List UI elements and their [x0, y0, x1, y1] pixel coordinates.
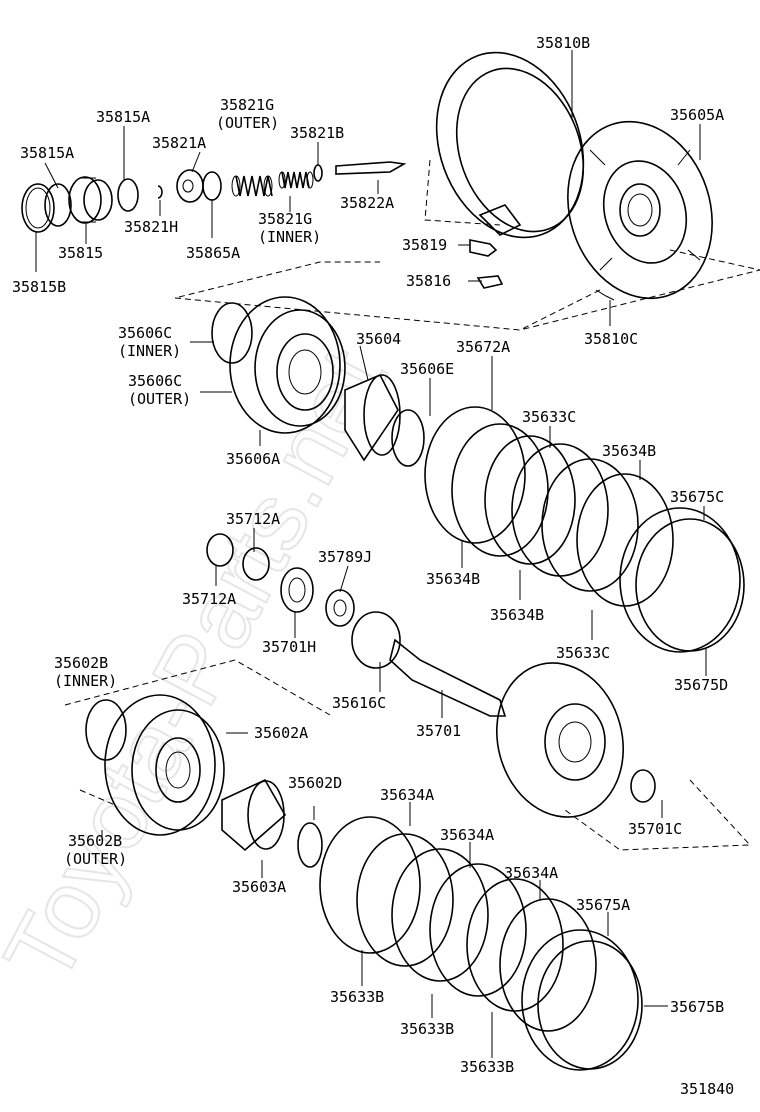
label-35604: 35604 — [356, 330, 401, 348]
drum-hub-35701 — [496, 662, 624, 818]
label-35634A-1: 35634A — [380, 786, 434, 804]
piston-retainer-35606A — [229, 296, 346, 434]
label-35712A-top: 35712A — [226, 510, 280, 528]
thrust-plate-35616C — [351, 611, 401, 669]
label-35603A: 35603A — [232, 878, 286, 896]
piston-35602A — [104, 694, 225, 836]
snap-ring-35606E — [391, 409, 425, 467]
label-35606C-outer-note: (OUTER) — [128, 390, 191, 408]
oring-35815A-left — [44, 183, 72, 227]
assembly-dashed-outline-top — [174, 159, 760, 331]
spring-35821G-inner — [278, 171, 314, 189]
assembly-dashed-outline-left — [64, 659, 331, 806]
part-labels: 35810B 35605A 35815A 35815A 35821G (OUTE… — [12, 34, 728, 1076]
snap-ring-35815B — [21, 183, 55, 233]
diagram-number: 351840 — [680, 1080, 734, 1098]
clutch-plates-35634B-35633C — [424, 406, 674, 607]
flange-35675A-35675B — [521, 929, 643, 1071]
clutch-plates-35634A-35633B — [319, 816, 597, 1032]
label-35605A: 35605A — [670, 106, 724, 124]
label-35606E: 35606E — [400, 360, 454, 378]
servo-parts-35819-35816 — [469, 239, 504, 289]
flange-35675C — [619, 507, 745, 653]
label-35815A-left: 35815A — [20, 144, 74, 162]
label-35606C-inner-num: 35606C — [118, 324, 172, 342]
label-35633B-2: 35633B — [400, 1020, 454, 1038]
label-35675D: 35675D — [674, 676, 728, 694]
race-35789J — [325, 589, 355, 627]
label-35821B: 35821B — [290, 124, 344, 142]
piston-35815 — [68, 176, 113, 224]
snap-ring-35602D — [297, 822, 323, 868]
label-35616C: 35616C — [332, 694, 386, 712]
label-35602B-inner-num: 35602B — [54, 654, 108, 672]
label-35821G-inner-note: (INNER) — [258, 228, 321, 246]
label-35606C-outer-num: 35606C — [128, 372, 182, 390]
label-35602D: 35602D — [288, 774, 342, 792]
label-35675C: 35675C — [670, 488, 724, 506]
label-35602A: 35602A — [254, 724, 308, 742]
washer-35821B — [313, 164, 323, 182]
oring-35602B-inner — [85, 699, 127, 761]
label-35815A-top: 35815A — [96, 108, 150, 126]
label-35602B-outer-note: (OUTER) — [64, 850, 127, 868]
label-35821G-outer-note: (OUTER) — [216, 114, 279, 132]
seal-ring-35712A-lower — [242, 547, 270, 581]
label-35634B-mid: 35634B — [426, 570, 480, 588]
label-35633C-top: 35633C — [522, 408, 576, 426]
label-35821A: 35821A — [152, 134, 206, 152]
label-35701: 35701 — [416, 722, 461, 740]
piston-35821A — [176, 169, 204, 203]
label-35701C: 35701C — [628, 820, 682, 838]
hub-35603A — [221, 778, 287, 852]
shaft-35701 — [389, 638, 507, 717]
spring-35821G-outer — [231, 175, 273, 197]
key-35810C — [595, 289, 615, 301]
label-35634B-right: 35634B — [602, 442, 656, 460]
label-35602B-outer-num: 35602B — [68, 832, 122, 850]
label-35675B: 35675B — [670, 998, 724, 1016]
label-35815B: 35815B — [12, 278, 66, 296]
drum-35605A — [567, 120, 713, 300]
brake-band-35810B — [435, 51, 585, 239]
label-35672A: 35672A — [456, 338, 510, 356]
label-35634A-2: 35634A — [440, 826, 494, 844]
label-35816: 35816 — [406, 272, 451, 290]
label-35633B-3: 35633B — [460, 1058, 514, 1076]
leader-lines — [35, 50, 707, 1058]
oring-35865A — [202, 171, 222, 201]
label-35675A: 35675A — [576, 896, 630, 914]
oring-35815A-top — [117, 178, 139, 212]
label-35606A: 35606A — [226, 450, 280, 468]
label-35810B: 35810B — [536, 34, 590, 52]
label-35789J: 35789J — [318, 548, 372, 566]
seal-ring-35712A-upper — [206, 533, 234, 567]
label-35602B-inner-note: (INNER) — [54, 672, 117, 690]
label-35821G-inner-num: 35821G — [258, 210, 312, 228]
bearing-35701H — [280, 567, 314, 613]
label-35633B-1: 35633B — [330, 988, 384, 1006]
label-35821G-outer-num: 35821G — [220, 96, 274, 114]
label-35712A-bot: 35712A — [182, 590, 236, 608]
oring-35606C-inner — [211, 302, 253, 364]
label-35819: 35819 — [402, 236, 447, 254]
label-35810C: 35810C — [584, 330, 638, 348]
assembly-dashed-outline-lower — [564, 779, 752, 851]
one-way-clutch-35604 — [344, 373, 401, 462]
label-35822A: 35822A — [340, 194, 394, 212]
label-35634A-3: 35634A — [504, 864, 558, 882]
washer-35701C — [630, 769, 656, 803]
label-35701H: 35701H — [262, 638, 316, 656]
label-35815: 35815 — [58, 244, 103, 262]
label-35865A: 35865A — [186, 244, 240, 262]
label-35606C-inner-note: (INNER) — [118, 342, 181, 360]
eclip-35821H — [157, 185, 163, 199]
rod-35822A — [335, 161, 407, 175]
label-35634B-low: 35634B — [490, 606, 544, 624]
label-35633C-bot: 35633C — [556, 644, 610, 662]
label-35821H: 35821H — [124, 218, 178, 236]
